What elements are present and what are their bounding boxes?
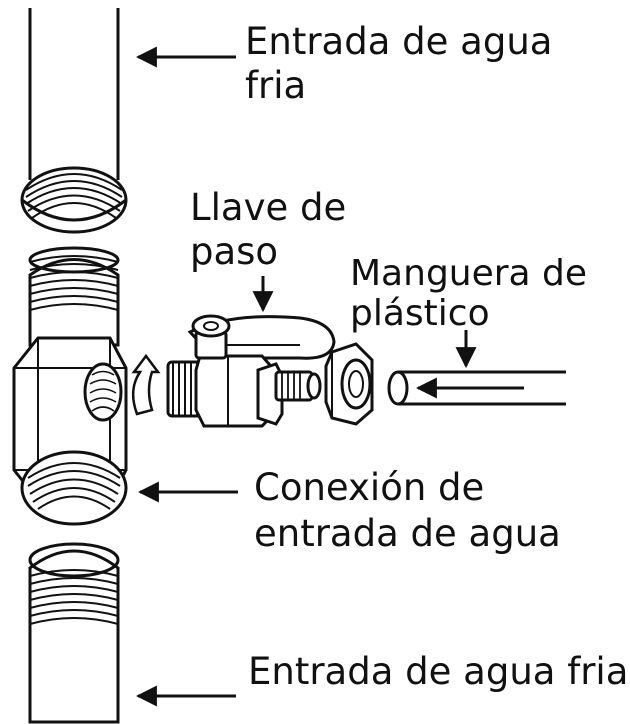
- rotate-arrow-icon: [131, 353, 161, 416]
- bottom-inlet-pipe: [28, 542, 120, 724]
- compression-nut: [324, 342, 374, 426]
- label-inlet-connection-line2: entrada de agua: [254, 512, 561, 555]
- shutoff-valve: [166, 314, 336, 428]
- top-inlet-pipe: [20, 8, 128, 234]
- label-cold-water-inlet-top-line2: fria: [245, 64, 307, 107]
- label-cold-water-inlet-top-line1: Entrada de agua: [245, 20, 553, 63]
- label-plastic-hose-line1: Manguera de: [350, 253, 588, 294]
- label-inlet-connection-line1: Conexión de: [254, 466, 485, 509]
- tee-fitting: [12, 246, 128, 526]
- label-shutoff-valve-line1: Llave de: [190, 186, 347, 229]
- label-cold-water-inlet-bottom: Entrada de agua fria: [248, 650, 629, 693]
- label-plastic-hose-line2: plástico: [350, 293, 490, 334]
- label-shutoff-valve-line2: paso: [190, 230, 279, 273]
